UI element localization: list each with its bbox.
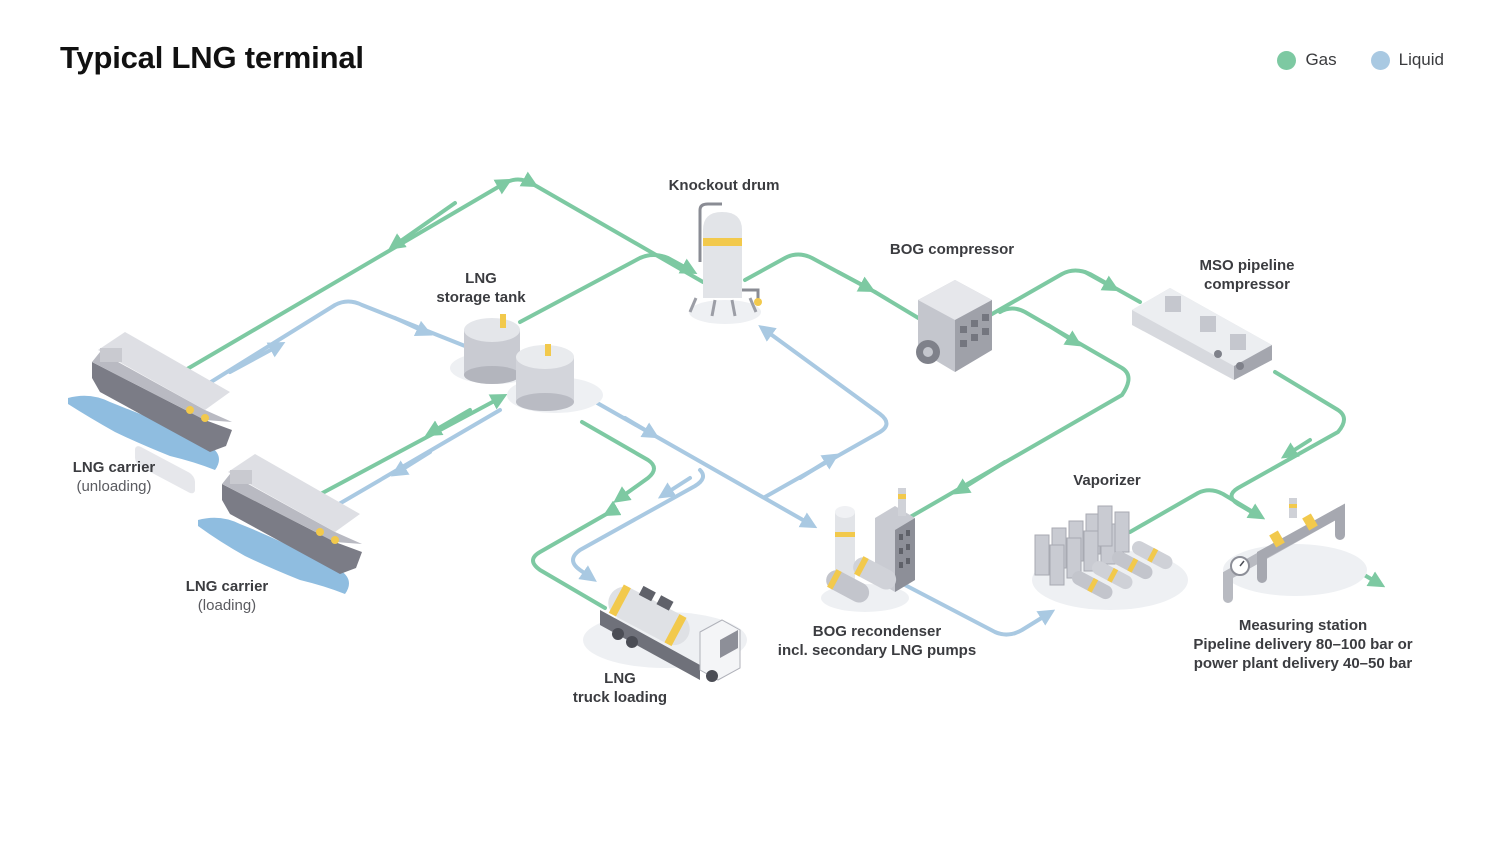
legend-gas-swatch <box>1277 50 1297 70</box>
label-truck-loading-line2: truck loading <box>572 689 668 706</box>
gas-line-ship2-to-tank <box>298 394 508 507</box>
label-carrier-unloading: LNG carrier (unloading) <box>73 458 156 496</box>
legend-liquid: Liquid <box>1370 50 1444 70</box>
legend-liquid-label: Liquid <box>1398 50 1444 69</box>
gas-lines <box>163 171 1386 610</box>
gas-line-mso-arrow <box>1083 270 1120 292</box>
label-storage-tank-line2: storage tank <box>436 289 526 306</box>
label-carrier-loading-name: LNG carrier <box>185 578 269 595</box>
gas-line-mso-down-arrow <box>1280 438 1312 459</box>
label-mso-compressor-line2: compressor <box>1204 276 1290 293</box>
recondenser-icon <box>821 488 915 612</box>
label-storage-tank: LNG storage tank <box>436 269 525 307</box>
legend: Gas Liquid <box>1277 50 1444 70</box>
gas-line-vaporizer-to-measuring <box>1128 488 1266 534</box>
legend-gas-label: Gas <box>1305 50 1337 69</box>
gas-line-tank-to-truck <box>580 420 656 503</box>
label-carrier-unloading-sub: (unloading) <box>76 478 152 495</box>
liquid-line-recondenser-to-drum <box>758 325 889 499</box>
label-measuring-station: Measuring station Pipeline delivery 80–1… <box>1193 616 1412 673</box>
liquid-line-ship-to-tank <box>188 299 472 397</box>
liquid-line-recondenser-to-vaporizer <box>903 583 1056 637</box>
liquid-line-drum-arrow <box>798 453 840 480</box>
diagram-title: Typical LNG terminal <box>60 40 364 75</box>
truck-icon <box>583 584 747 682</box>
label-bog-compressor: BOG compressor <box>889 241 1015 258</box>
legend-gas: Gas <box>1277 50 1337 70</box>
gas-line-truck-loop <box>531 500 622 610</box>
gas-line-drum-to-bog <box>743 252 877 294</box>
gas-line-tank-to-drum <box>518 253 698 324</box>
label-truck-loading: LNG truck loading <box>573 669 667 707</box>
label-carrier-unloading-name: LNG carrier <box>72 459 156 476</box>
gas-line-recondenser-arrow <box>952 460 1007 495</box>
liquid-line-ship-arrow <box>228 341 286 374</box>
compressor-icon <box>1132 288 1272 380</box>
gas-line-ship-to-top-loop <box>163 171 705 384</box>
label-mso-compressor-line1: MSO pipeline <box>1199 257 1295 274</box>
label-bog-recondenser-line2: incl. secondary LNG pumps <box>777 642 977 659</box>
liquid-line-to-truck <box>571 468 706 582</box>
label-vaporizer: Vaporizer <box>1073 472 1141 489</box>
label-truck-loading-line1: LNG <box>604 670 636 687</box>
liquid-line-ship2-arrow <box>390 450 432 477</box>
liquid-line-tank-arrow <box>393 316 433 337</box>
label-measuring-station-line3: power plant delivery 40–50 bar <box>1193 655 1413 672</box>
measuring-station-icon <box>1223 498 1367 603</box>
gas-line-bog-to-recondenser <box>903 306 1131 522</box>
liquid-line-tank-arrow2 <box>623 416 660 439</box>
gas-line-bog-arrow <box>836 270 876 292</box>
gas-line-bog-to-compressor <box>873 290 927 324</box>
label-bog-recondenser: BOG recondenser incl. secondary LNG pump… <box>778 622 976 660</box>
ship-icon <box>68 332 232 494</box>
gas-line-mso-to-measuring <box>1229 370 1346 516</box>
vaporizer-icon <box>1032 505 1188 610</box>
label-measuring-station-line1: Measuring station <box>1238 617 1368 634</box>
knockout-drum-icon <box>688 202 762 324</box>
gas-line-loop-return <box>388 201 457 250</box>
label-storage-tank-line1: LNG <box>465 270 497 287</box>
label-carrier-loading-sub: (loading) <box>197 597 257 614</box>
ship-icon <box>198 454 362 594</box>
label-carrier-loading: LNG carrier (loading) <box>186 577 269 615</box>
gas-line-ship2-arrow-back <box>424 408 472 437</box>
label-mso-compressor: MSO pipeline compressor <box>1199 256 1294 294</box>
label-knockout-drum: Knockout drum <box>668 177 780 194</box>
liquid-lines <box>188 299 1056 637</box>
compressor-icon <box>916 280 992 372</box>
legend-liquid-swatch <box>1370 50 1390 70</box>
label-bog-recondenser-line1: BOG recondenser <box>812 623 942 640</box>
liquid-line-truck-arrow <box>657 476 692 499</box>
gas-line-bog-down-arrow <box>1046 323 1083 347</box>
storage-tank-icon <box>450 314 603 413</box>
label-measuring-station-line2: Pipeline delivery 80–100 bar or <box>1193 636 1413 653</box>
